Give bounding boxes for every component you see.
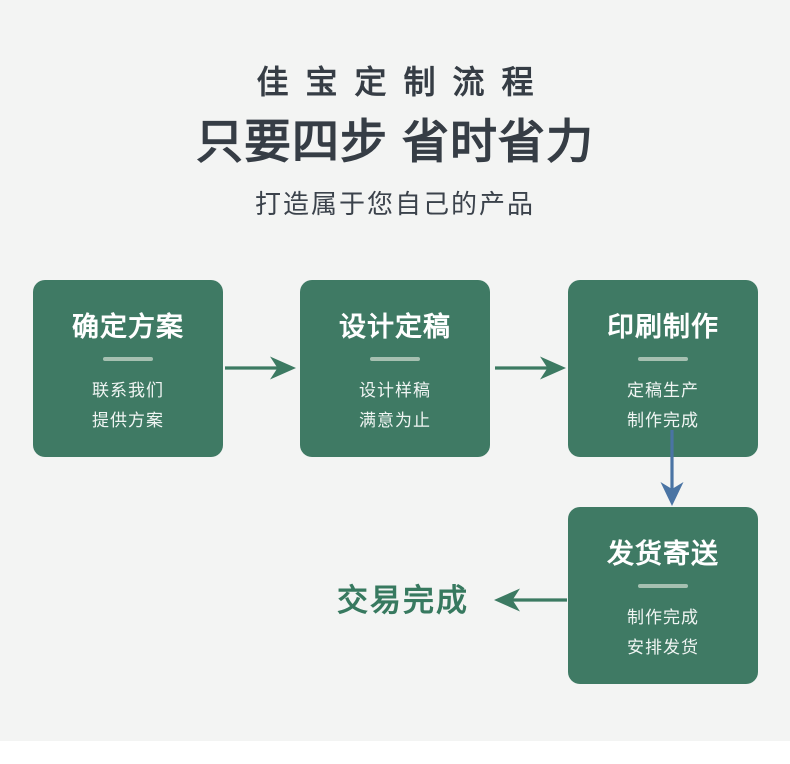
step-detail-line: 提供方案 [92, 411, 164, 430]
step-card-ship-deliver: 发货寄送 制作完成 安排发货 [568, 507, 758, 684]
step-title: 印刷制作 [607, 312, 719, 342]
divider [638, 584, 688, 588]
divider [370, 357, 420, 361]
flow-kicker-title: 佳宝定制流程 [256, 64, 551, 100]
step-detail-line: 满意为止 [359, 411, 431, 430]
step-detail-line: 制作完成 [627, 608, 699, 627]
arrow-right-icon [495, 356, 566, 380]
step-title: 设计定稿 [339, 312, 451, 342]
step-detail-line: 联系我们 [92, 381, 164, 400]
transaction-complete-label: 交易完成 [337, 583, 469, 618]
page-title: 只要四步 省时省力 [195, 115, 595, 168]
arrow-down-icon [660, 430, 684, 506]
step-detail-line: 安排发货 [627, 638, 699, 657]
divider [638, 357, 688, 361]
step-title: 确定方案 [72, 312, 184, 342]
step-detail-line: 制作完成 [627, 411, 699, 430]
step-card-confirm-plan: 确定方案 联系我们 提供方案 [33, 280, 223, 457]
divider [103, 357, 153, 361]
arrow-right-icon [225, 356, 296, 380]
step-card-print-produce: 印刷制作 定稿生产 制作完成 [568, 280, 758, 457]
step-detail-line: 设计样稿 [359, 381, 431, 400]
step-title: 发货寄送 [607, 539, 719, 569]
step-detail-line: 定稿生产 [627, 381, 699, 400]
arrow-left-icon [494, 588, 567, 612]
step-card-design-finalize: 设计定稿 设计样稿 满意为止 [300, 280, 490, 457]
page-subtitle: 打造属于您自己的产品 [254, 189, 535, 219]
